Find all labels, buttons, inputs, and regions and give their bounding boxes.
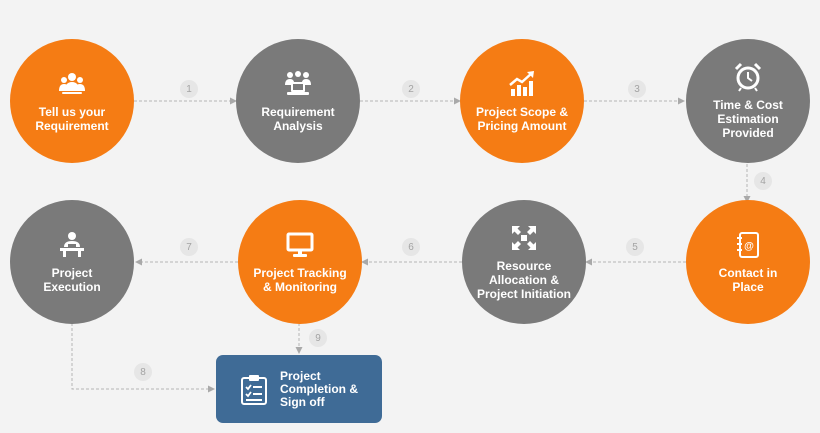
step-resource-allocation: Resource Allocation & Project Initiation xyxy=(462,200,586,324)
step-contact-in-place: @ Contact in Place xyxy=(686,200,810,324)
arrows-expand-icon xyxy=(512,226,536,250)
step-label: Resource Allocation & Project Initiation xyxy=(476,259,571,301)
step-project-tracking: Project Tracking & Monitoring xyxy=(238,200,362,324)
step-label: Requirement Analysis xyxy=(261,105,335,133)
growth-chart-icon xyxy=(509,71,534,96)
person-desk-icon xyxy=(60,232,84,257)
alarm-clock-icon xyxy=(734,62,762,92)
svg-text:@: @ xyxy=(744,241,754,252)
monitor-icon xyxy=(286,232,314,257)
address-book-icon: @ xyxy=(737,232,759,258)
step-requirement-analysis: Requirement Analysis xyxy=(236,39,360,163)
step-number-badge: 8 xyxy=(134,363,152,381)
step-number-badge: 6 xyxy=(402,238,420,256)
step-project-completion: Project Completion & Sign off xyxy=(216,355,382,423)
step-time-cost-estimation: Time & Cost Estimation Provided xyxy=(686,39,810,163)
step-number-badge: 5 xyxy=(626,238,644,256)
step-number-badge: 3 xyxy=(628,80,646,98)
step-tell-requirement: Tell us your Requirement xyxy=(10,39,134,163)
clipboard-checklist-icon xyxy=(241,375,267,405)
team-icon xyxy=(59,73,85,94)
step-number-badge: 1 xyxy=(180,80,198,98)
step-number-badge: 2 xyxy=(402,80,420,98)
step-label: Project Execution xyxy=(43,266,101,294)
step-project-scope: Project Scope & Pricing Amount xyxy=(460,39,584,163)
step-label: Contact in Place xyxy=(718,266,778,294)
step-label: Tell us your Requirement xyxy=(35,105,109,133)
step-label: Project Scope & Pricing Amount xyxy=(475,105,569,133)
final-label: Project Completion & Sign off xyxy=(280,368,358,409)
step-number-badge: 7 xyxy=(180,238,198,256)
step-number-badge: 4 xyxy=(754,172,772,190)
step-number-badge: 9 xyxy=(309,329,327,347)
connector-8-final xyxy=(71,323,215,393)
step-label: Project Tracking & Monitoring xyxy=(253,266,347,294)
meeting-laptop-icon xyxy=(285,71,311,95)
step-label: Time & Cost Estimation Provided xyxy=(713,98,783,140)
step-project-execution: Project Execution xyxy=(10,200,134,324)
